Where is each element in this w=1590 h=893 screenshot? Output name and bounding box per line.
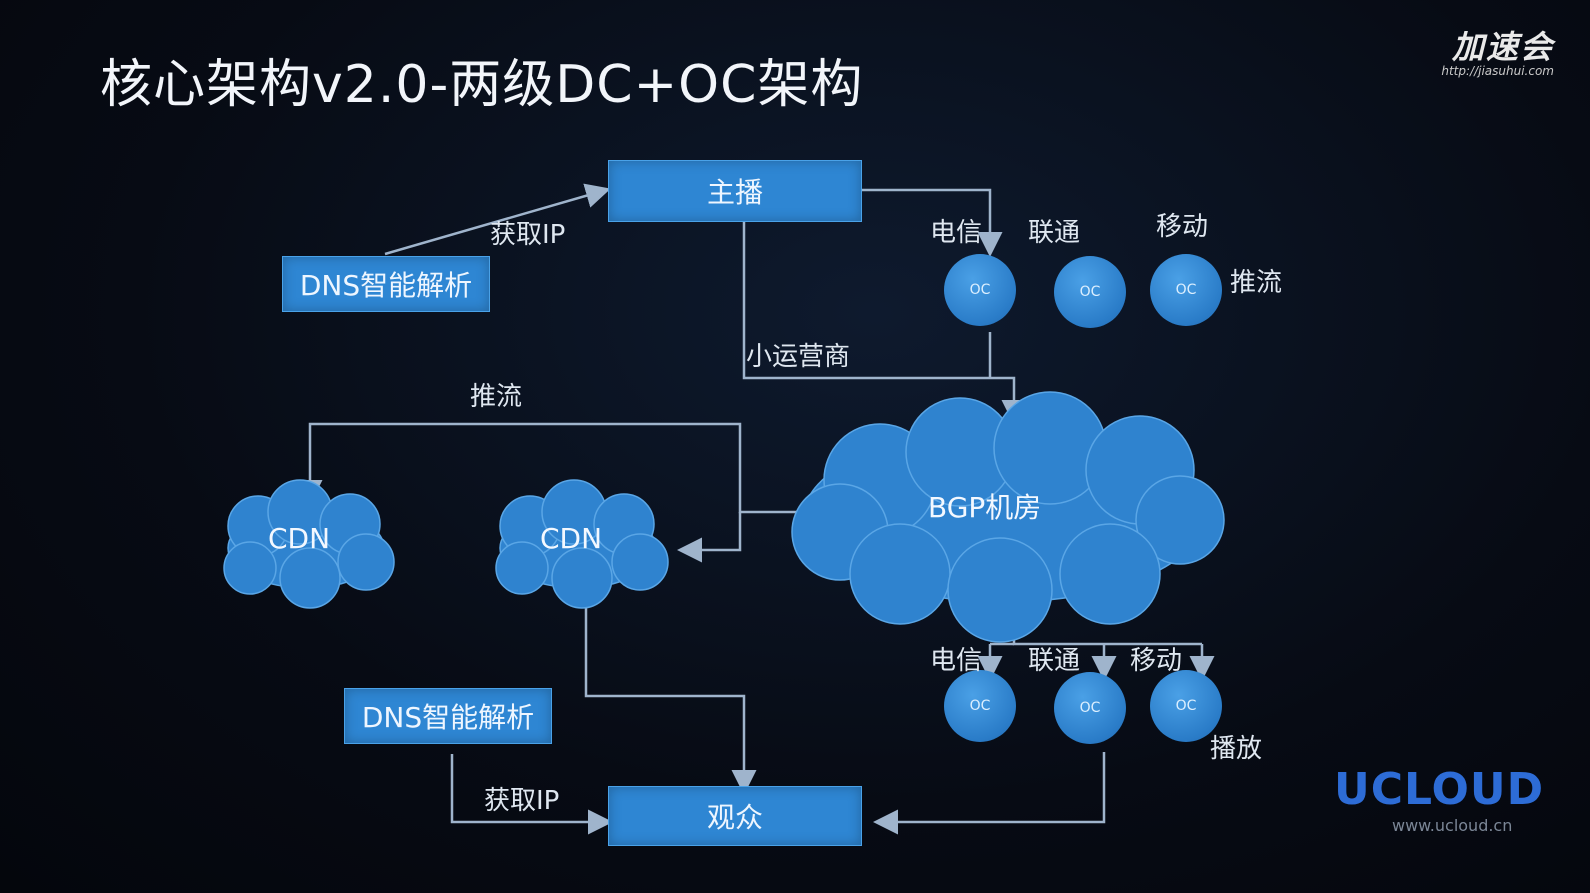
- bgp-label: BGP机房: [928, 491, 1042, 524]
- label-small-isp: 小运营商: [746, 342, 851, 372]
- label-get-ip-bottom: 获取IP: [484, 786, 560, 816]
- label-unicom-top: 联通: [1028, 218, 1081, 248]
- ucloud-url: www.ucloud.cn: [1392, 816, 1513, 835]
- slide-title: 核心架构v2.0-两级DC+OC架构: [100, 55, 864, 115]
- jiasuhui-logo: 加速会 http://jiasuhui.com: [1441, 22, 1554, 78]
- label-unicom-bottom: 联通: [1028, 646, 1081, 676]
- logo-url: http://jiasuhui.com: [1441, 64, 1554, 78]
- arrow-bgp-to-cdn-left: [297, 422, 798, 514]
- cdn-left-label: CDN: [268, 522, 331, 555]
- cloud-cdn-right: [495, 479, 669, 609]
- label-get-ip-top: 获取IP: [490, 220, 566, 250]
- label-mobile-top: 移动: [1156, 212, 1209, 242]
- arrow-cdn-to-viewer: [584, 596, 757, 795]
- dns-box-top: DNS智能解析: [282, 256, 490, 312]
- oc-text: OC: [1079, 284, 1101, 300]
- label-play: 播放: [1210, 734, 1263, 764]
- oc-telecom-bottom: OC: [944, 670, 1016, 742]
- oc-mobile-top: OC: [1150, 254, 1222, 326]
- oc-text: OC: [1175, 698, 1197, 714]
- viewer-box: 观众: [608, 786, 862, 846]
- oc-text: OC: [1175, 282, 1197, 298]
- cloud-bgp: [791, 391, 1225, 643]
- arrow-oc-to-viewer: [873, 752, 1106, 835]
- cloud-cdn-left: [223, 479, 395, 609]
- oc-text: OC: [969, 282, 991, 298]
- arrow-anchor-to-oc-telecom: [862, 188, 1003, 257]
- oc-telecom-top: OC: [944, 254, 1016, 326]
- logo-mark: 加速会: [1451, 28, 1554, 66]
- label-telecom-bottom: 电信: [930, 646, 983, 676]
- oc-text: OC: [969, 698, 991, 714]
- label-telecom-top: 电信: [930, 218, 983, 248]
- arrow-dns-to-viewer: [450, 754, 613, 835]
- arrow-anchor-to-bgp: [742, 222, 1027, 425]
- oc-mobile-bottom: OC: [1150, 670, 1222, 742]
- arrow-bgp-to-cdn-right: [677, 512, 742, 563]
- cdn-right-label: CDN: [540, 522, 603, 555]
- oc-unicom-top: OC: [1054, 256, 1126, 328]
- oc-text: OC: [1079, 700, 1101, 716]
- dns-box-bottom: DNS智能解析: [344, 688, 552, 744]
- label-push-left: 推流: [470, 382, 523, 412]
- oc-unicom-bottom: OC: [1054, 672, 1126, 744]
- label-mobile-bottom: 移动: [1130, 646, 1183, 676]
- arrow-dns-to-anchor: [384, 183, 611, 256]
- ucloud-logo: UCLOUD: [1334, 764, 1545, 815]
- anchor-box: 主播: [608, 160, 862, 222]
- label-push-right: 推流: [1230, 268, 1283, 298]
